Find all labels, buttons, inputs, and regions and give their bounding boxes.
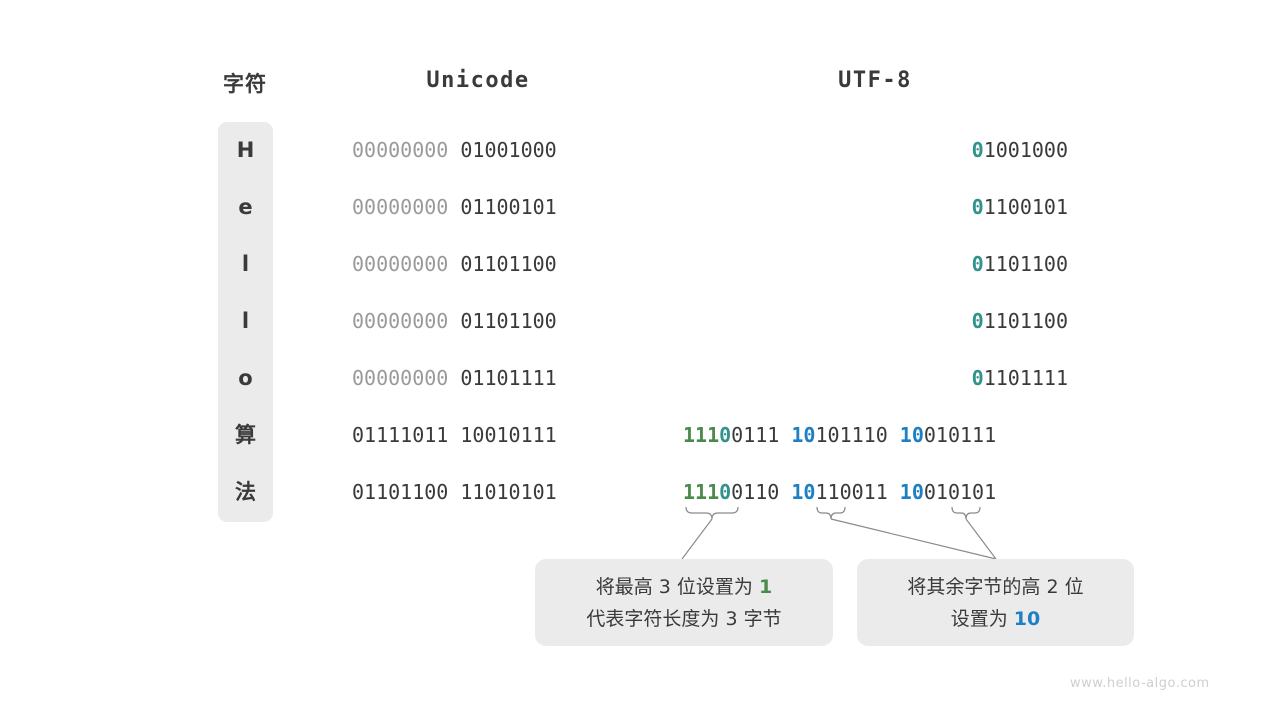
unicode-low-byte: 01001000	[460, 138, 557, 162]
callout-line: 代表字符长度为 3 字节	[586, 607, 782, 630]
callout-highlight: 1	[758, 575, 773, 598]
unicode-bits-row: 00000000 01101111	[352, 350, 557, 407]
utf8-lead-rest: 1101100	[983, 309, 1068, 333]
unicode-low-byte: 10010111	[460, 423, 557, 447]
character-cell: 算	[235, 423, 256, 447]
connector-line-1	[681, 518, 713, 560]
character-cell: l	[241, 252, 250, 276]
utf8-byte3-payload: 010101	[923, 480, 997, 504]
unicode-bits-row: 00000000 01101100	[352, 236, 557, 293]
utf8-length-marker-zero: 0	[719, 480, 732, 504]
character-column-panel	[218, 122, 273, 522]
unicode-high-byte: 00000000	[352, 252, 449, 276]
unicode-low-byte: 01101100	[460, 252, 557, 276]
utf8-continuation-prefix: 10	[791, 423, 816, 447]
unicode-low-byte: 11010101	[460, 480, 557, 504]
utf8-lead-rest: 1101111	[983, 366, 1068, 390]
utf8-lead-rest: 1101100	[983, 252, 1068, 276]
utf8-byte3-payload: 010111	[923, 423, 997, 447]
unicode-low-byte: 01101100	[460, 309, 557, 333]
unicode-high-byte: 01101100	[352, 480, 449, 504]
utf8-bits-row: 01001000	[683, 122, 1068, 179]
utf8-lead-rest: 1001000	[983, 138, 1068, 162]
column-header-utf8: UTF-8	[838, 68, 912, 93]
utf8-bits-row: 01101100	[683, 293, 1068, 350]
utf8-lead-rest: 1100101	[983, 195, 1068, 219]
utf8-continuation-prefix: 10	[791, 480, 816, 504]
callout-line: 将其余字节的高 2 位	[907, 575, 1084, 598]
callout-length-marker: 将最高 3 位设置为 1 代表字符长度为 3 字节	[535, 559, 833, 646]
utf8-lead-marker: 0	[971, 138, 984, 162]
callout-continuation-prefix: 将其余字节的高 2 位 设置为 10	[857, 559, 1134, 646]
unicode-bits-row: 00000000 01001000	[352, 122, 557, 179]
utf8-lead-marker: 0	[971, 252, 984, 276]
unicode-bits-row: 00000000 01100101	[352, 179, 557, 236]
character-cell: e	[238, 195, 253, 219]
utf8-bits-row: 11100110 10110011 10010101	[683, 464, 996, 521]
unicode-high-byte: 00000000	[352, 366, 449, 390]
utf8-bits-row: 11100111 10101110 10010111	[683, 407, 996, 464]
connector-line-3	[965, 518, 997, 560]
utf8-byte1-payload: 0110	[731, 480, 780, 504]
utf8-byte2-payload: 101110	[815, 423, 888, 447]
unicode-low-byte: 01101111	[460, 366, 557, 390]
utf8-lead-marker: 0	[971, 309, 984, 333]
unicode-bits-row: 00000000 01101100	[352, 293, 557, 350]
callout-line: 设置为 10	[951, 603, 1041, 635]
utf8-bits-row: 01101111	[683, 350, 1068, 407]
unicode-high-byte: 00000000	[352, 138, 449, 162]
unicode-bits-row: 01111011 10010111	[352, 407, 557, 464]
callout-text: 设置为	[950, 607, 1014, 630]
column-header-unicode: Unicode	[426, 68, 530, 93]
connector-line-2	[830, 518, 997, 560]
character-cell: 法	[235, 480, 256, 504]
watermark: www.hello-algo.com	[1070, 676, 1210, 691]
character-cell: l	[241, 309, 250, 333]
callout-highlight: 10	[1013, 607, 1041, 630]
utf8-length-marker-ones: 111	[683, 423, 720, 447]
utf8-length-marker-zero: 0	[719, 423, 732, 447]
character-cell: H	[236, 138, 255, 162]
character-cell: o	[238, 366, 253, 390]
column-header-character: 字符	[223, 72, 267, 96]
utf8-byte2-payload: 110011	[815, 480, 888, 504]
utf8-bits-row: 01101100	[683, 236, 1068, 293]
utf8-byte1-payload: 0111	[731, 423, 780, 447]
unicode-bits-row: 01101100 11010101	[352, 464, 557, 521]
unicode-high-byte: 00000000	[352, 309, 449, 333]
utf8-bits-row: 01100101	[683, 179, 1068, 236]
callout-text: 将最高 3 位设置为	[595, 575, 759, 598]
unicode-high-byte: 00000000	[352, 195, 449, 219]
unicode-low-byte: 01100101	[460, 195, 557, 219]
unicode-high-byte: 01111011	[352, 423, 449, 447]
utf8-lead-marker: 0	[971, 195, 984, 219]
utf8-continuation-prefix: 10	[899, 480, 924, 504]
utf8-length-marker-ones: 111	[683, 480, 720, 504]
utf8-lead-marker: 0	[971, 366, 984, 390]
callout-line: 将最高 3 位设置为 1	[596, 571, 772, 603]
utf8-continuation-prefix: 10	[899, 423, 924, 447]
